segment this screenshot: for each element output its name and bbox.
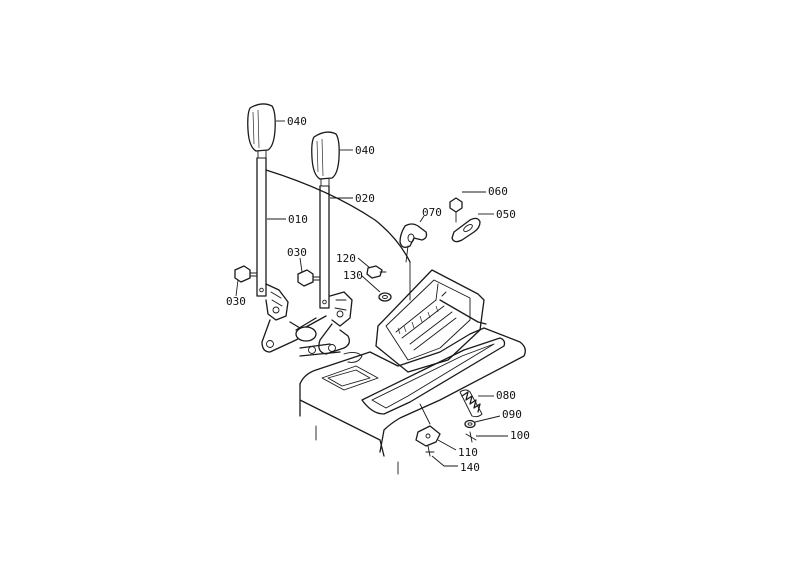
callout-030-left: 030 xyxy=(226,279,246,308)
left-linkage xyxy=(261,283,327,353)
callout-010: 010 xyxy=(267,213,308,226)
screw-140 xyxy=(425,445,435,457)
callout-label: 040 xyxy=(355,144,375,157)
lever-020-right xyxy=(311,131,340,309)
callout-label: 060 xyxy=(488,185,508,198)
callout-label: 050 xyxy=(496,208,516,221)
right-linkage xyxy=(299,291,363,363)
callout-090: 090 xyxy=(474,408,522,423)
callout-050: 050 xyxy=(478,208,516,221)
callout-040-right: 040 xyxy=(340,144,375,157)
spring-080 xyxy=(459,389,483,418)
callout-130: 130 xyxy=(343,269,381,293)
callout-label: 030 xyxy=(226,295,246,308)
callout-100: 100 xyxy=(476,429,530,442)
callout-030-right: 030 xyxy=(287,246,307,273)
callout-label: 090 xyxy=(502,408,522,421)
callout-label: 100 xyxy=(510,429,530,442)
pin-100 xyxy=(465,431,477,443)
callout-label: 030 xyxy=(287,246,307,259)
callout-060: 060 xyxy=(462,185,508,198)
callout-label: 040 xyxy=(287,115,307,128)
callout-110: 110 xyxy=(437,439,478,459)
callout-label: 140 xyxy=(460,461,480,474)
key-050 xyxy=(451,217,481,243)
bolt-060 xyxy=(449,197,463,223)
lever-010-left xyxy=(247,103,276,297)
callout-label: 010 xyxy=(288,213,308,226)
callout-020: 020 xyxy=(330,192,375,205)
washer-130 xyxy=(378,292,392,302)
washer-090 xyxy=(464,419,476,429)
console-cover xyxy=(299,269,526,475)
callout-label: 080 xyxy=(496,389,516,402)
callout-040-left: 040 xyxy=(276,115,307,128)
bracket-110 xyxy=(415,425,441,447)
bolt-030-left xyxy=(234,265,258,283)
bolt-030-right xyxy=(297,269,321,287)
lever-070 xyxy=(399,223,428,263)
callout-label: 120 xyxy=(336,252,356,265)
control-cable xyxy=(265,169,411,263)
callout-070: 070 xyxy=(419,206,442,223)
callout-label: 110 xyxy=(458,446,478,459)
callout-140: 140 xyxy=(431,455,480,474)
pin-120 xyxy=(366,265,387,279)
callout-120: 120 xyxy=(336,252,371,269)
callout-label: 020 xyxy=(355,192,375,205)
callout-label: 070 xyxy=(422,206,442,219)
callout-080: 080 xyxy=(478,389,516,402)
callout-label: 130 xyxy=(343,269,363,282)
